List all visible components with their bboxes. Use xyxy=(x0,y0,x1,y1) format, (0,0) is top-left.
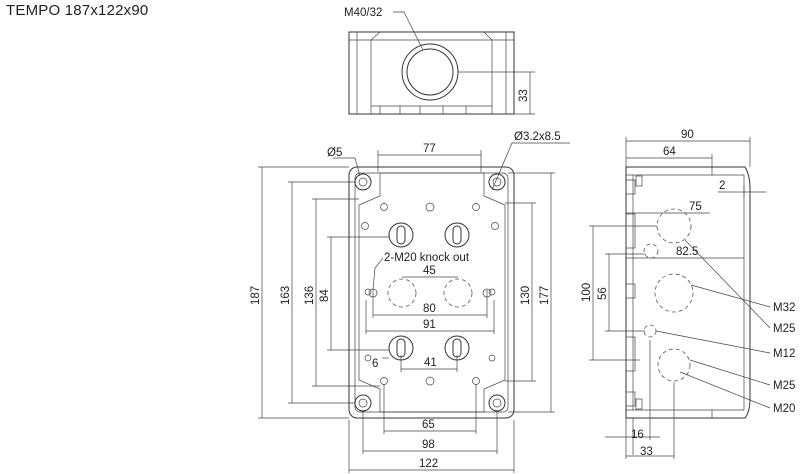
side-dim-56: 56 xyxy=(597,287,609,300)
knockout-left xyxy=(387,278,417,308)
callout-m12: M12 xyxy=(773,348,795,360)
callout-m32: M32 xyxy=(773,302,795,314)
side-body-outline xyxy=(625,166,751,419)
dim-187: 187 xyxy=(250,286,262,305)
side-dim-90: 90 xyxy=(681,129,694,141)
dim-136: 136 xyxy=(304,286,316,305)
side-dim-75: 75 xyxy=(689,201,702,213)
dim-6: 6 xyxy=(372,358,378,370)
side-view: 90 64 2 75 82.5 16 33 100 xyxy=(581,129,795,459)
dim-d5: Ø5 xyxy=(327,147,342,159)
side-knockout-m32 xyxy=(654,273,694,313)
side-dim-64: 64 xyxy=(663,146,676,158)
operator-hole-tr xyxy=(444,222,470,248)
dim-45: 45 xyxy=(423,265,436,277)
dim-65: 65 xyxy=(422,419,435,431)
callout-m25-lower: M25 xyxy=(773,380,795,392)
side-dim-2: 2 xyxy=(719,180,725,192)
corner-screw-bl xyxy=(354,394,372,412)
dim-lid-screw: Ø3.2x8.5 xyxy=(514,131,561,143)
knockout-label: 2-M20 knock out xyxy=(384,252,470,264)
dim-41: 41 xyxy=(424,357,437,369)
m40-knockout-outer xyxy=(401,43,459,101)
dim-122: 122 xyxy=(419,458,438,470)
operator-hole-tl xyxy=(388,222,414,248)
side-knockout-m12 xyxy=(643,324,657,338)
dim-130: 130 xyxy=(520,286,532,305)
knockout-right xyxy=(443,278,473,308)
thread-label: M40/32 xyxy=(344,7,382,19)
side-dim-33: 33 xyxy=(640,446,653,458)
corner-screw-tr xyxy=(488,173,506,191)
m40-knockout-inner xyxy=(406,48,454,96)
top-view: M40/32 33 xyxy=(344,7,535,115)
side-knockout-small-upper xyxy=(643,243,659,259)
dim-177: 177 xyxy=(539,286,551,305)
front-view: 77 Ø5 Ø3.2x8.5 2-M20 knock out 45 80 91 … xyxy=(250,131,570,473)
drawing-title: TEMPO 187x122x90 xyxy=(6,2,149,19)
side-dim-100: 100 xyxy=(581,283,593,302)
callout-m20: M20 xyxy=(773,403,795,415)
top-height-dim: 33 xyxy=(518,89,530,102)
corner-screw-tl xyxy=(354,173,372,191)
side-dim-16: 16 xyxy=(631,429,644,441)
dim-98: 98 xyxy=(422,439,435,451)
side-knockout-m20 xyxy=(657,348,691,382)
dim-84: 84 xyxy=(319,289,331,302)
side-dim-82-5: 82.5 xyxy=(676,246,698,258)
dim-91: 91 xyxy=(423,319,436,331)
dim-80: 80 xyxy=(423,303,436,315)
dim-77: 77 xyxy=(423,143,436,155)
dim-163: 163 xyxy=(280,286,292,305)
box-outline xyxy=(348,166,515,419)
side-knockout-m25-upper xyxy=(656,208,692,244)
callout-m25-upper: M25 xyxy=(773,323,795,335)
corner-screw-br xyxy=(488,394,506,412)
